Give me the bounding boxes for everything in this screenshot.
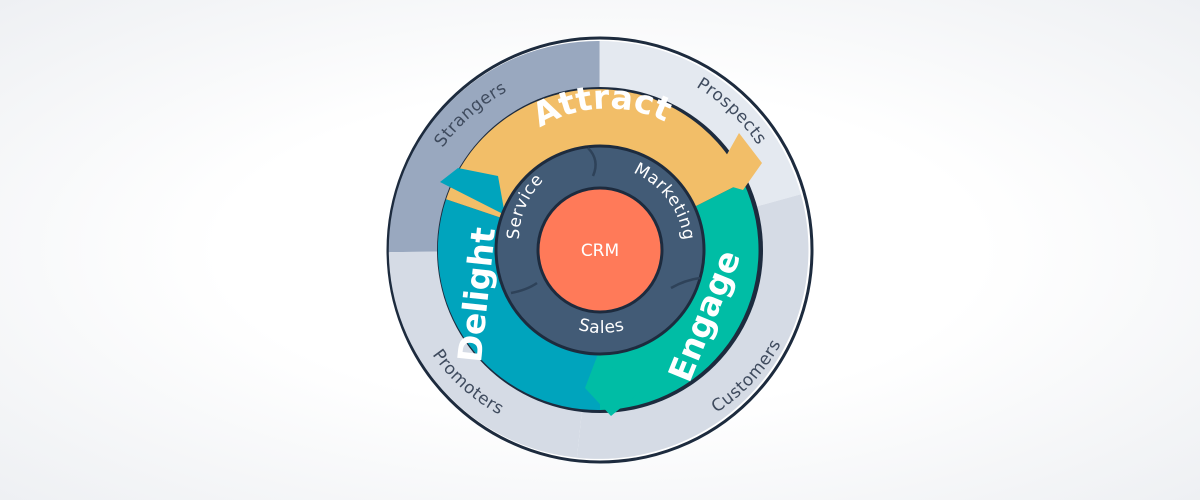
hub-divider-left — [510, 281, 538, 295]
crm-circle — [536, 186, 664, 314]
outer-segment-customers — [576, 194, 809, 459]
arrow-tip-engage — [585, 354, 640, 416]
segment-engage — [600, 182, 759, 410]
team-label-sales: Sales — [577, 315, 626, 338]
outer-segment-promoters — [388, 251, 583, 458]
team-hub — [494, 144, 706, 356]
crm-label: CRM — [581, 241, 619, 261]
arrow-tip-delight — [440, 168, 505, 215]
arrow-tip-attract — [712, 133, 762, 190]
hub-divider-right — [670, 276, 701, 290]
outer-segment-strangers — [388, 40, 600, 253]
hub-divider-top — [587, 147, 597, 177]
segment-delight — [437, 199, 600, 411]
